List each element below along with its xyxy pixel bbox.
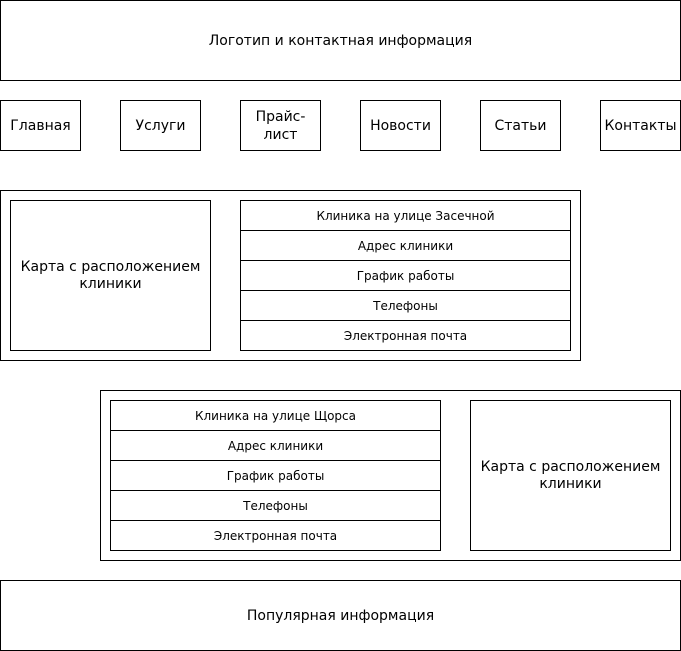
nav-item-articles[interactable]: Статьи bbox=[480, 100, 561, 151]
header-box: Логотип и контактная информация bbox=[0, 0, 681, 81]
clinic-2-schedule-row: График работы bbox=[110, 460, 441, 491]
info-row-text: Электронная почта bbox=[343, 328, 468, 343]
info-row-text: График работы bbox=[226, 468, 325, 483]
info-row-text: Адрес клиники bbox=[227, 438, 324, 453]
header-text: Логотип и контактная информация bbox=[208, 32, 473, 49]
map-caption: Карта с расположением клиники bbox=[480, 458, 661, 492]
nav-item-label: Прайс-лист bbox=[255, 108, 306, 143]
clinic-1-email-row: Электронная почта bbox=[240, 320, 571, 351]
clinic-2-name-row: Клиника на улице Щорса bbox=[110, 400, 441, 431]
nav-item-label: Контакты bbox=[604, 117, 677, 134]
info-row-text: Телефоны bbox=[243, 498, 308, 513]
clinic-1-phones-row: Телефоны bbox=[240, 290, 571, 321]
info-row-text: Адрес клиники bbox=[357, 238, 454, 253]
clinic-2-map: Карта с расположением клиники bbox=[470, 400, 671, 551]
clinic-2-phones-row: Телефоны bbox=[110, 490, 441, 521]
nav-item-contacts[interactable]: Контакты bbox=[600, 100, 681, 151]
clinic-1-name-row: Клиника на улице Засечной bbox=[240, 200, 571, 231]
nav-item-news[interactable]: Новости bbox=[360, 100, 441, 151]
clinic-2-address-row: Адрес клиники bbox=[110, 430, 441, 461]
footer-box: Популярная информация bbox=[0, 580, 681, 651]
nav-item-home[interactable]: Главная bbox=[0, 100, 81, 151]
nav-item-label: Главная bbox=[10, 117, 71, 134]
map-caption: Карта с расположением клиники bbox=[20, 258, 201, 292]
footer-text: Популярная информация bbox=[246, 607, 435, 624]
clinic-2-email-row: Электронная почта bbox=[110, 520, 441, 551]
nav-item-services[interactable]: Услуги bbox=[120, 100, 201, 151]
info-row-text: График работы bbox=[356, 268, 455, 283]
nav-item-label: Новости bbox=[370, 117, 431, 134]
nav-item-pricelist[interactable]: Прайс-лист bbox=[240, 100, 321, 151]
nav-item-label: Услуги bbox=[135, 117, 186, 134]
nav-item-label: Статьи bbox=[494, 117, 547, 134]
clinic-1-map: Карта с расположением клиники bbox=[10, 200, 211, 351]
info-row-text: Телефоны bbox=[373, 298, 438, 313]
info-row-text: Клиника на улице Засечной bbox=[316, 208, 495, 223]
info-row-text: Электронная почта bbox=[213, 528, 338, 543]
clinic-1-schedule-row: График работы bbox=[240, 260, 571, 291]
clinic-1-address-row: Адрес клиники bbox=[240, 230, 571, 261]
info-row-text: Клиника на улице Щорса bbox=[194, 408, 357, 423]
